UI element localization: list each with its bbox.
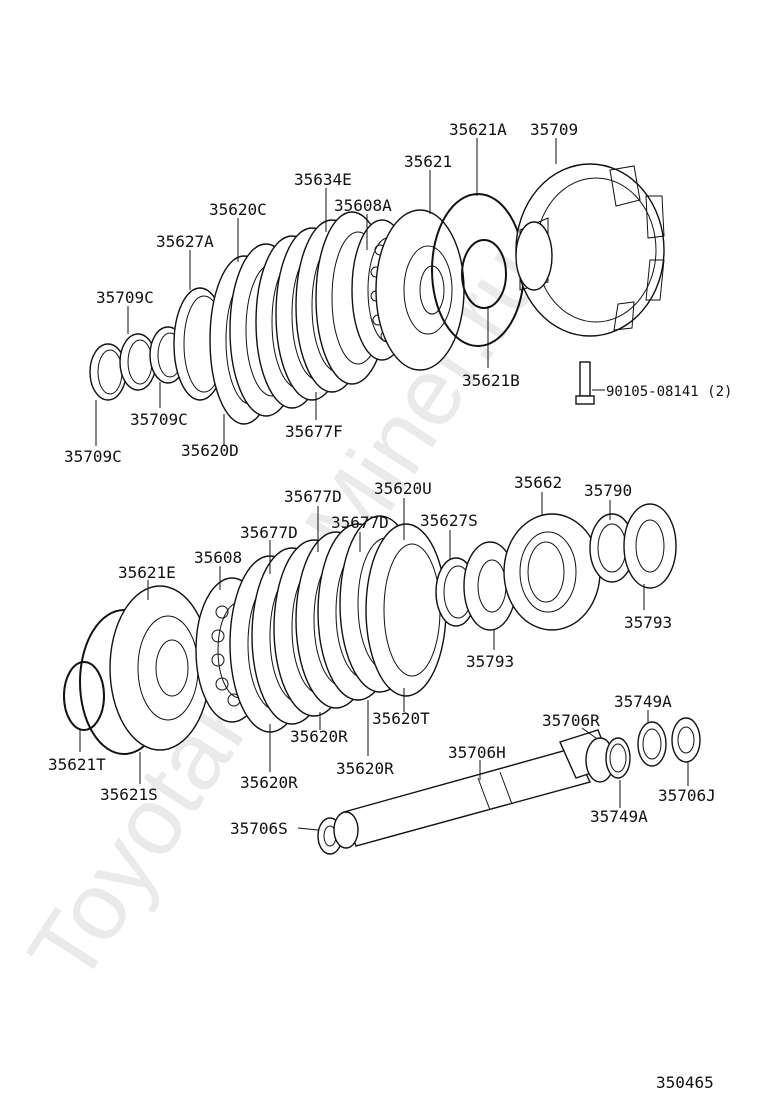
label-35620R-2: 35620R xyxy=(240,773,298,792)
label-35620C: 35620C xyxy=(209,200,267,219)
piston-35621E xyxy=(109,585,211,751)
plate-35620T-35620U xyxy=(365,523,447,697)
label-35608: 35608 xyxy=(194,548,242,567)
label-90105-08141: 90105-08141 (2) xyxy=(606,384,732,400)
label-35620U: 35620U xyxy=(374,479,432,498)
label-35620T: 35620T xyxy=(372,709,430,728)
label-35627S: 35627S xyxy=(420,511,478,530)
snap-ring-35749A-2 xyxy=(637,721,667,767)
piston-35621 xyxy=(375,209,465,371)
label-35706R: 35706R xyxy=(542,711,600,730)
label-35620R-3: 35620R xyxy=(336,759,394,778)
leader-lines xyxy=(79,138,689,831)
label-35709C-2: 35709C xyxy=(130,410,188,429)
o-ring-35621B xyxy=(461,239,507,309)
bearing-35790 xyxy=(589,513,635,583)
label-35706H: 35706H xyxy=(448,743,506,762)
label-35677D-1: 35677D xyxy=(284,487,342,506)
bushing-35706S xyxy=(317,811,359,855)
label-35620R-1: 35620R xyxy=(290,727,348,746)
label-35634E: 35634E xyxy=(294,170,352,189)
label-35621A: 35621A xyxy=(449,120,507,139)
label-35627A: 35627A xyxy=(156,232,214,251)
thrust-washer-35793-2 xyxy=(623,503,677,589)
label-35709C-1: 35709C xyxy=(96,288,154,307)
label-35621T: 35621T xyxy=(48,755,106,774)
label-35621E: 35621E xyxy=(118,563,176,582)
label-35790: 35790 xyxy=(584,481,632,500)
label-35677F: 35677F xyxy=(285,422,343,441)
snap-ring-35709C-2 xyxy=(119,333,157,391)
label-35621S: 35621S xyxy=(100,785,158,804)
label-35706S: 35706S xyxy=(230,819,288,838)
lower-assembly xyxy=(63,503,701,855)
hub-35662 xyxy=(503,513,601,631)
label-35749A-2: 35749A xyxy=(590,807,648,826)
label-35793-2: 35793 xyxy=(466,652,514,671)
label-35608A: 35608A xyxy=(334,196,392,215)
upper-assembly xyxy=(89,163,665,425)
bushing-35706J xyxy=(671,717,701,763)
label-35620D: 35620D xyxy=(181,441,239,460)
o-ring-35621T xyxy=(63,661,105,731)
label-35706J: 35706J xyxy=(658,786,716,805)
label-35621: 35621 xyxy=(404,152,452,171)
label-35793-1: 35793 xyxy=(624,613,672,632)
label-35709C-3: 35709C xyxy=(64,447,122,466)
label-35677D-3: 35677D xyxy=(331,513,389,532)
bolt-90105 xyxy=(575,361,595,405)
snap-ring-35749A-1 xyxy=(605,737,631,779)
label-35621B: 35621B xyxy=(462,371,520,390)
drum-35709 xyxy=(515,163,665,337)
part-labels: 35621A 35709 35621 35634E 35608A 35620C … xyxy=(48,120,732,838)
label-35749A-1: 35749A xyxy=(614,692,672,711)
label-35662: 35662 xyxy=(514,473,562,492)
label-35677D-2: 35677D xyxy=(240,523,298,542)
diagram-number: 350465 xyxy=(656,1073,714,1092)
label-35709: 35709 xyxy=(530,120,578,139)
